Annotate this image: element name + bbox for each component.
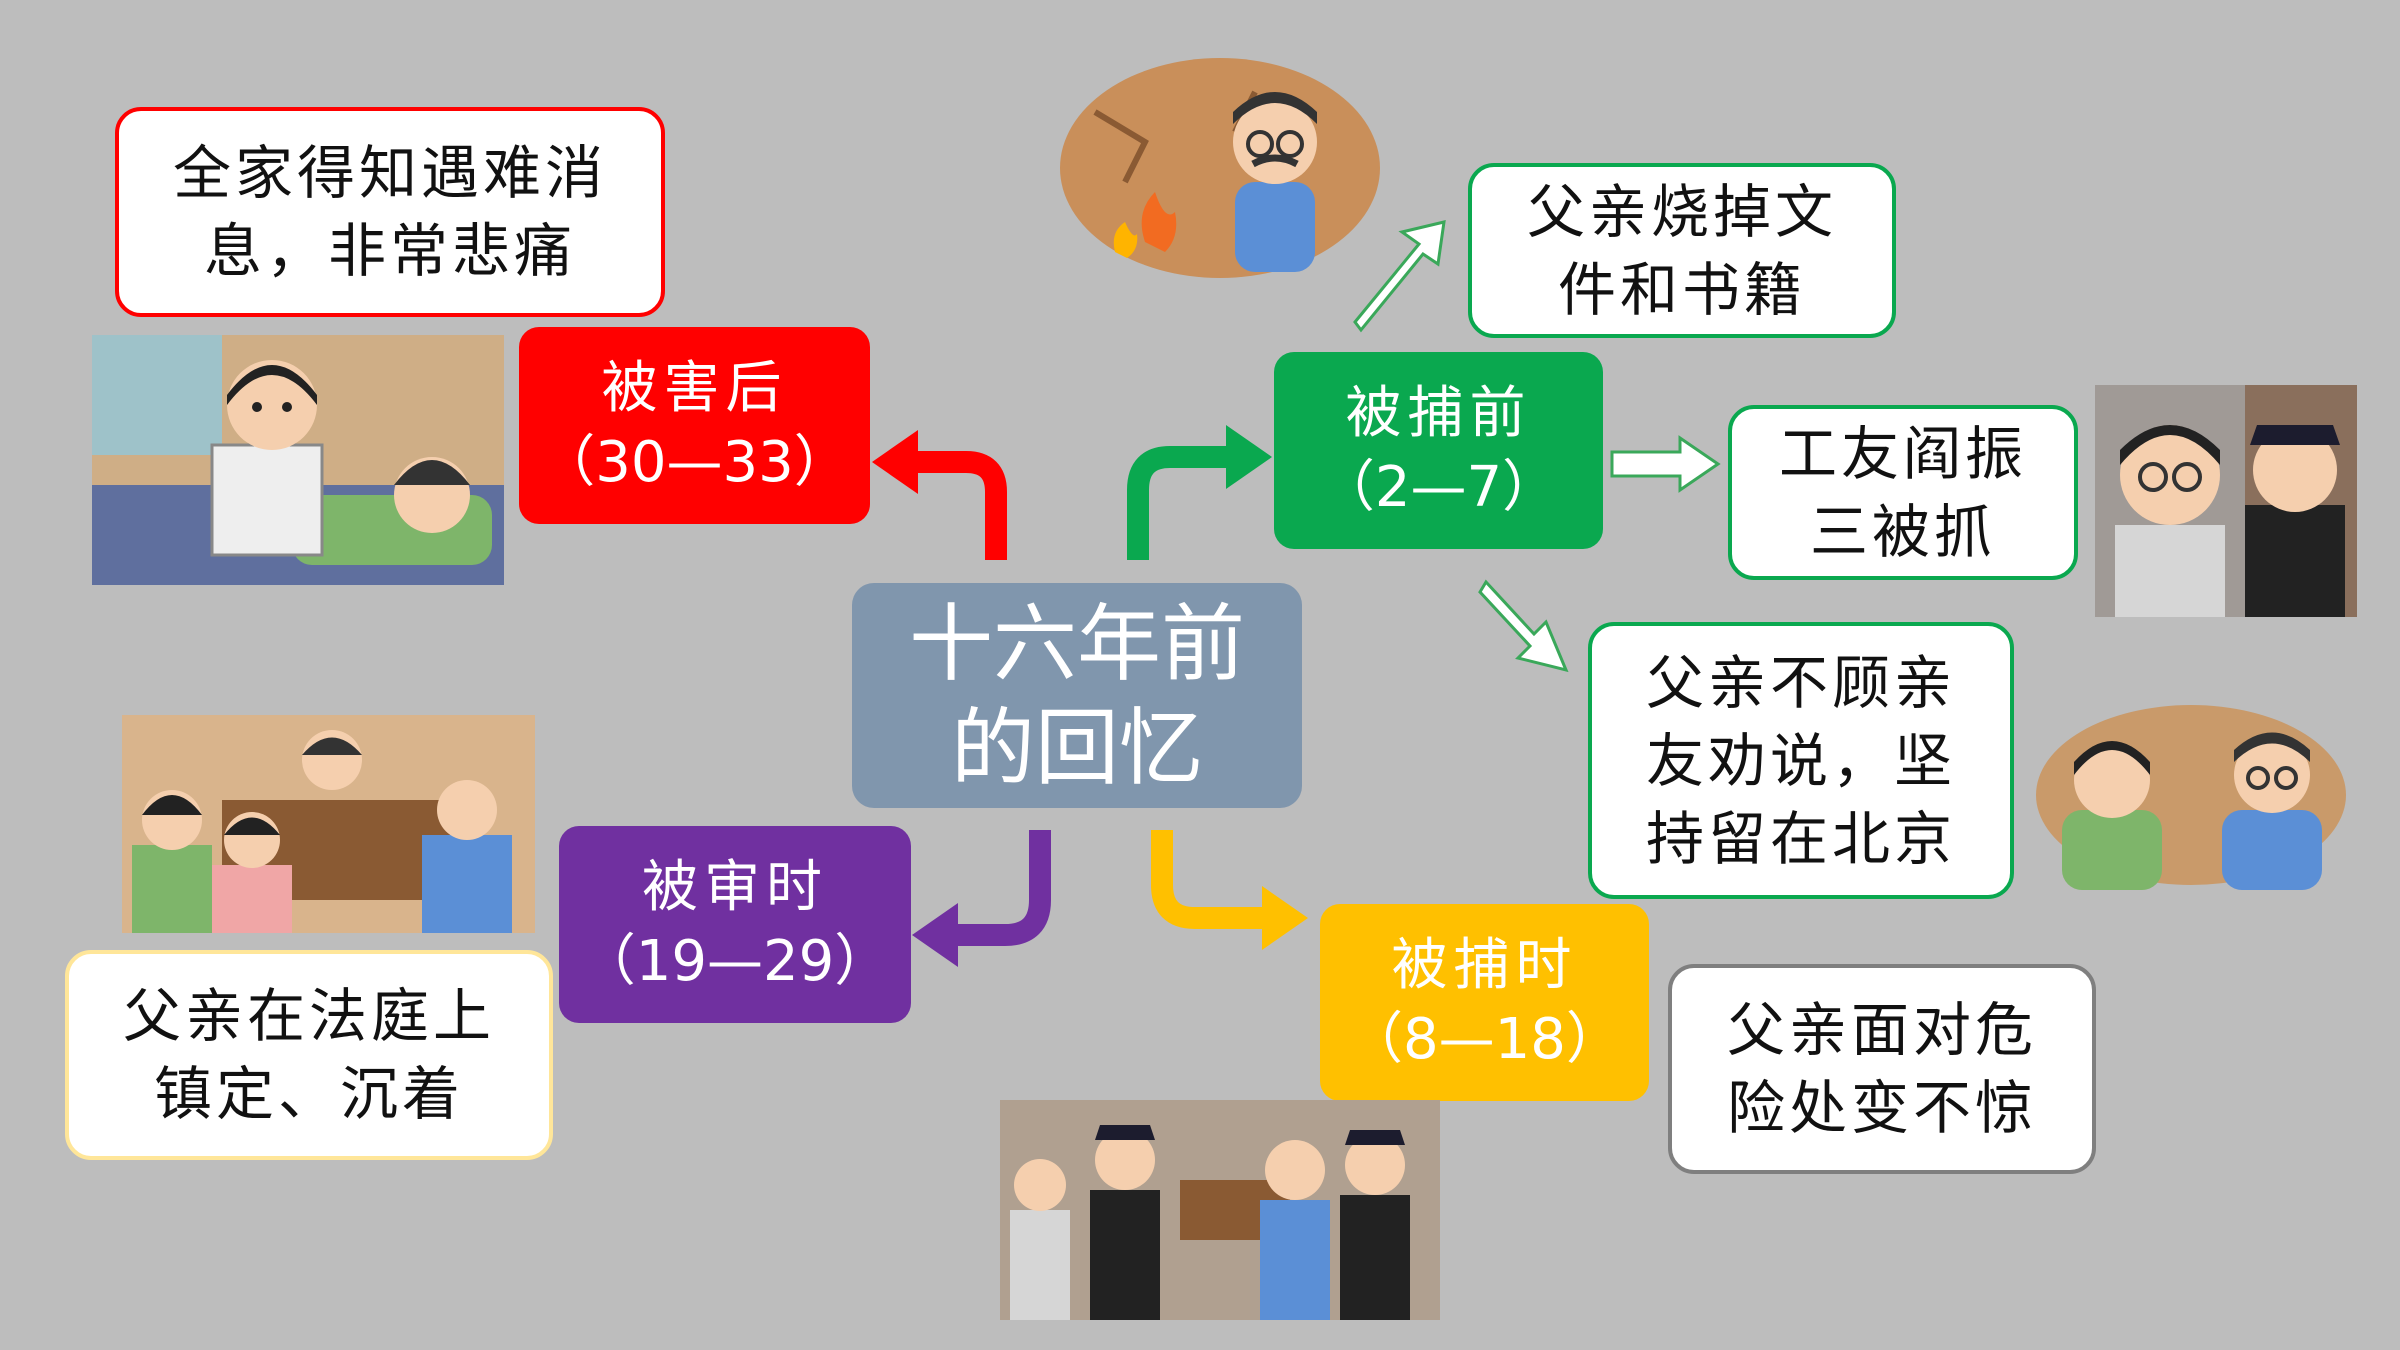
section-trial-title: 被审时	[642, 854, 828, 920]
section-before-arrest-title: 被捕前	[1345, 380, 1532, 446]
note-burn-docs-line1: 父亲烧掉文	[1526, 177, 1837, 246]
arrow-after-harm	[918, 451, 1007, 560]
note-stay-beijing: 父亲不顾亲 友劝说，坚 持留在北京	[1588, 622, 2014, 899]
note-face-danger-line2: 险处变不惊	[1726, 1074, 2037, 1142]
father-burning-illustration	[1060, 58, 1380, 278]
arrow-to-burn-docs	[1353, 220, 1446, 333]
note-face-danger: 父亲面对危 险处变不惊	[1668, 964, 2096, 1174]
arrow-arrest	[1151, 830, 1262, 929]
arrow-to-worker	[1610, 435, 1721, 493]
note-family-grief: 全家得知遇难消 息，非常悲痛	[115, 107, 665, 317]
note-burn-docs-line2: 件和书籍	[1557, 255, 1806, 324]
note-family-grief-line2: 息，非常悲痛	[203, 217, 576, 285]
note-family-grief-line1: 全家得知遇难消	[172, 139, 607, 207]
note-worker-arrested-line1: 工友阎振	[1778, 419, 2027, 488]
note-court-calm-line2: 镇定、沉着	[153, 1060, 464, 1128]
center-topic-line1: 十六年前	[908, 594, 1245, 693]
section-trial-range: （19—29）	[579, 928, 891, 994]
center-topic-line2: 的回忆	[950, 698, 1203, 797]
arrowhead-after-harm	[872, 430, 918, 494]
note-stay-beijing-line3: 持留在北京	[1645, 804, 1956, 873]
arrow-to-stay	[1478, 579, 1569, 673]
note-court-calm: 父亲在法庭上 镇定、沉着	[65, 950, 553, 1160]
note-worker-arrested: 工友阎振 三被抓	[1728, 405, 2078, 580]
section-after-harm-range: （30—33）	[539, 429, 850, 495]
arrowhead-trial	[912, 903, 958, 967]
section-trial: 被审时 （19—29）	[559, 826, 911, 1023]
note-court-calm-line1: 父亲在法庭上	[122, 982, 495, 1050]
note-stay-beijing-line1: 父亲不顾亲	[1645, 648, 1956, 717]
section-after-harm-title: 被害后	[601, 355, 788, 421]
note-burn-docs: 父亲烧掉文 件和书籍	[1468, 163, 1896, 338]
arrow-before-arrest	[1127, 446, 1226, 560]
section-arrest-range: （8—18）	[1347, 1006, 1622, 1072]
center-topic: 十六年前 的回忆	[852, 583, 1302, 808]
court-scene-illustration	[122, 715, 535, 933]
arrow-trial	[958, 830, 1051, 946]
section-arrest-title: 被捕时	[1391, 932, 1578, 998]
note-stay-beijing-line2: 友劝说，坚	[1645, 726, 1956, 795]
arrowhead-before-arrest	[1226, 425, 1272, 489]
note-worker-arrested-line2: 三被抓	[1809, 497, 1996, 566]
arrowhead-arrest	[1262, 886, 1308, 950]
section-before-arrest-range: （2—7）	[1318, 454, 1559, 520]
family-reading-illustration	[92, 335, 504, 585]
family-persuade-illustration	[2036, 705, 2346, 890]
note-face-danger-line1: 父亲面对危	[1726, 996, 2037, 1064]
worker-arrest-illustration	[2095, 385, 2357, 617]
arrest-scene-illustration	[1000, 1100, 1440, 1320]
section-arrest: 被捕时 （8—18）	[1320, 904, 1649, 1101]
section-before-arrest: 被捕前 （2—7）	[1274, 352, 1603, 549]
section-after-harm: 被害后 （30—33）	[519, 327, 870, 524]
